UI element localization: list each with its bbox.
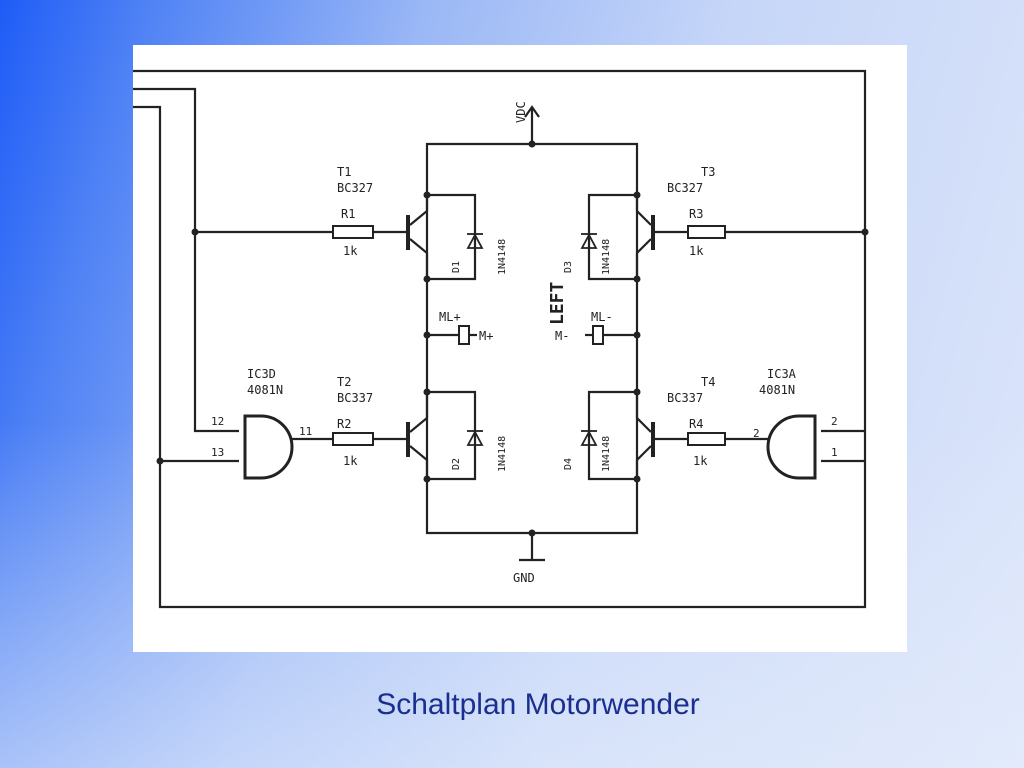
diodes	[466, 233, 598, 446]
ic3a-pin-2: 2	[831, 415, 838, 428]
t1-type: BC327	[337, 181, 373, 195]
d3-loop	[587, 193, 637, 281]
r1-value: 1k	[343, 244, 358, 258]
d1-name: D1	[451, 261, 462, 273]
d4-loop	[587, 390, 637, 481]
m-plus-pin-label: M+	[479, 329, 493, 343]
r3-body	[687, 225, 726, 239]
d2-diode	[466, 430, 484, 446]
r1-body	[332, 225, 374, 239]
circuit-svg: VDC GND LEFT ML+ M+ ML- M- T1 BC327 R1 1…	[133, 69, 869, 609]
vdc-label: VDC	[514, 101, 528, 123]
d4-diode	[580, 430, 598, 446]
r1-name: R1	[341, 207, 355, 221]
ic3d-type: 4081N	[247, 383, 283, 397]
t1-name: T1	[337, 165, 351, 179]
ml-minus-label: ML-	[591, 310, 613, 324]
t3-emitter	[635, 195, 652, 226]
r2-body	[332, 432, 374, 446]
t4-type: BC337	[667, 391, 703, 405]
d3-diode	[580, 233, 598, 249]
ic3d-pin-11: 11	[299, 425, 312, 438]
vdc-arrow	[524, 105, 540, 118]
wires	[133, 69, 867, 609]
r4-body	[687, 432, 726, 446]
t2-type: BC337	[337, 391, 373, 405]
t1-collector	[409, 238, 429, 279]
ml-plus-pin	[458, 325, 470, 345]
ml-minus-pin	[592, 325, 604, 345]
t4-name: T4	[701, 375, 715, 389]
d1-loop	[427, 193, 477, 281]
input-wire-12	[133, 87, 239, 433]
ic3a-name: IC3A	[767, 367, 797, 381]
gnd-rail	[425, 479, 639, 535]
junctions	[156, 140, 869, 537]
ic3d-gate	[243, 414, 294, 480]
r2-name: R2	[337, 417, 351, 431]
t2-collector	[409, 392, 429, 433]
resistors	[332, 225, 726, 446]
d2-loop	[427, 390, 477, 481]
d2-type: 1N4148	[497, 436, 508, 472]
r4-value: 1k	[693, 454, 708, 468]
d1-diode	[466, 233, 484, 249]
t2-name: T2	[337, 375, 351, 389]
d4-type: 1N4148	[601, 436, 612, 472]
slide-caption: Schaltplan Motorwender	[376, 688, 700, 721]
d4-name: D4	[563, 458, 574, 470]
ic3a-pin-out: 2	[753, 427, 760, 440]
d1-type: 1N4148	[497, 239, 508, 275]
ic3a-type: 4081N	[759, 383, 795, 397]
m-minus-pin-label: M-	[555, 329, 569, 343]
r3-name: R3	[689, 207, 703, 221]
t2-emitter	[409, 445, 429, 479]
ic3d-name: IC3D	[247, 367, 276, 381]
d3-name: D3	[563, 261, 574, 273]
t1-emitter	[409, 195, 429, 226]
gates	[243, 414, 817, 480]
d3-type: 1N4148	[601, 239, 612, 275]
t3-collector	[635, 238, 652, 279]
vdc-rail	[425, 142, 639, 195]
left-label: LEFT	[547, 281, 568, 325]
ic3a-pin-1: 1	[831, 446, 838, 459]
r4-name: R4	[689, 417, 703, 431]
ic3d-pin-13: 13	[211, 446, 224, 459]
r3-value: 1k	[689, 244, 704, 258]
r2-value: 1k	[343, 454, 358, 468]
t3-name: T3	[701, 165, 715, 179]
gnd-label: GND	[513, 571, 535, 585]
t4-collector	[635, 392, 652, 433]
ic3d-pin-12: 12	[211, 415, 224, 428]
d2-name: D2	[451, 458, 462, 470]
t4-emitter	[635, 445, 652, 479]
ic3a-gate	[766, 414, 817, 480]
outer-loop-wire	[133, 69, 867, 609]
ml-plus-label: ML+	[439, 310, 461, 324]
t3-type: BC327	[667, 181, 703, 195]
labels: VDC GND LEFT ML+ M+ ML- M- T1 BC327 R1 1…	[211, 101, 838, 585]
schematic-diagram: VDC GND LEFT ML+ M+ ML- M- T1 BC327 R1 1…	[133, 45, 907, 652]
